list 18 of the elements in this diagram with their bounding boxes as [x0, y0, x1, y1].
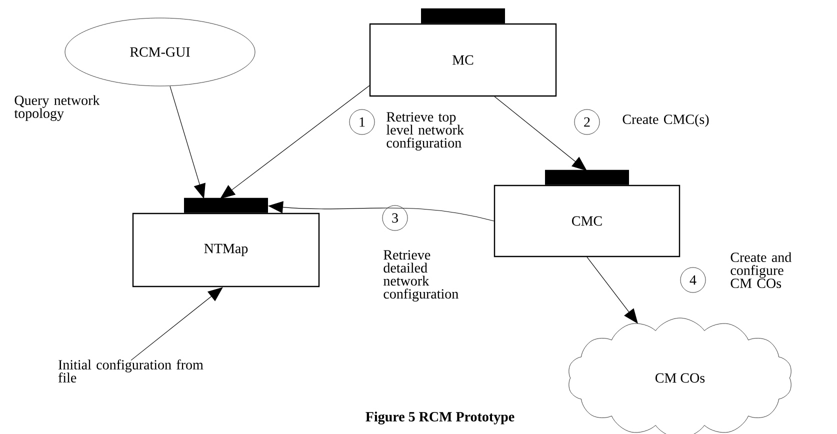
process-box: MC	[369, 8, 557, 97]
arrow	[220, 85, 370, 199]
arrow	[130, 287, 223, 361]
callout-number: 2	[574, 109, 600, 135]
callout-number: 4	[680, 267, 706, 293]
callout-number: 1	[349, 109, 375, 135]
process-box: NTMap	[132, 198, 320, 288]
process-box: CMC	[494, 170, 680, 258]
arrow	[494, 96, 587, 171]
note-text: Query network topology	[14, 95, 100, 121]
note-text: Create and configure CM COs	[730, 252, 792, 288]
caption: Figure 5 RCM Prototype	[366, 412, 514, 424]
note-text: Create CMC(s)	[622, 114, 709, 127]
note-text: Retrieve detailed network configuration	[384, 250, 458, 302]
ellipse-node: RCM-GUI	[64, 18, 256, 86]
note-text: Retrieve top level network configuration	[386, 112, 464, 150]
note-text: Initial configuration from file	[58, 360, 204, 382]
callout-number: 3	[382, 205, 408, 231]
